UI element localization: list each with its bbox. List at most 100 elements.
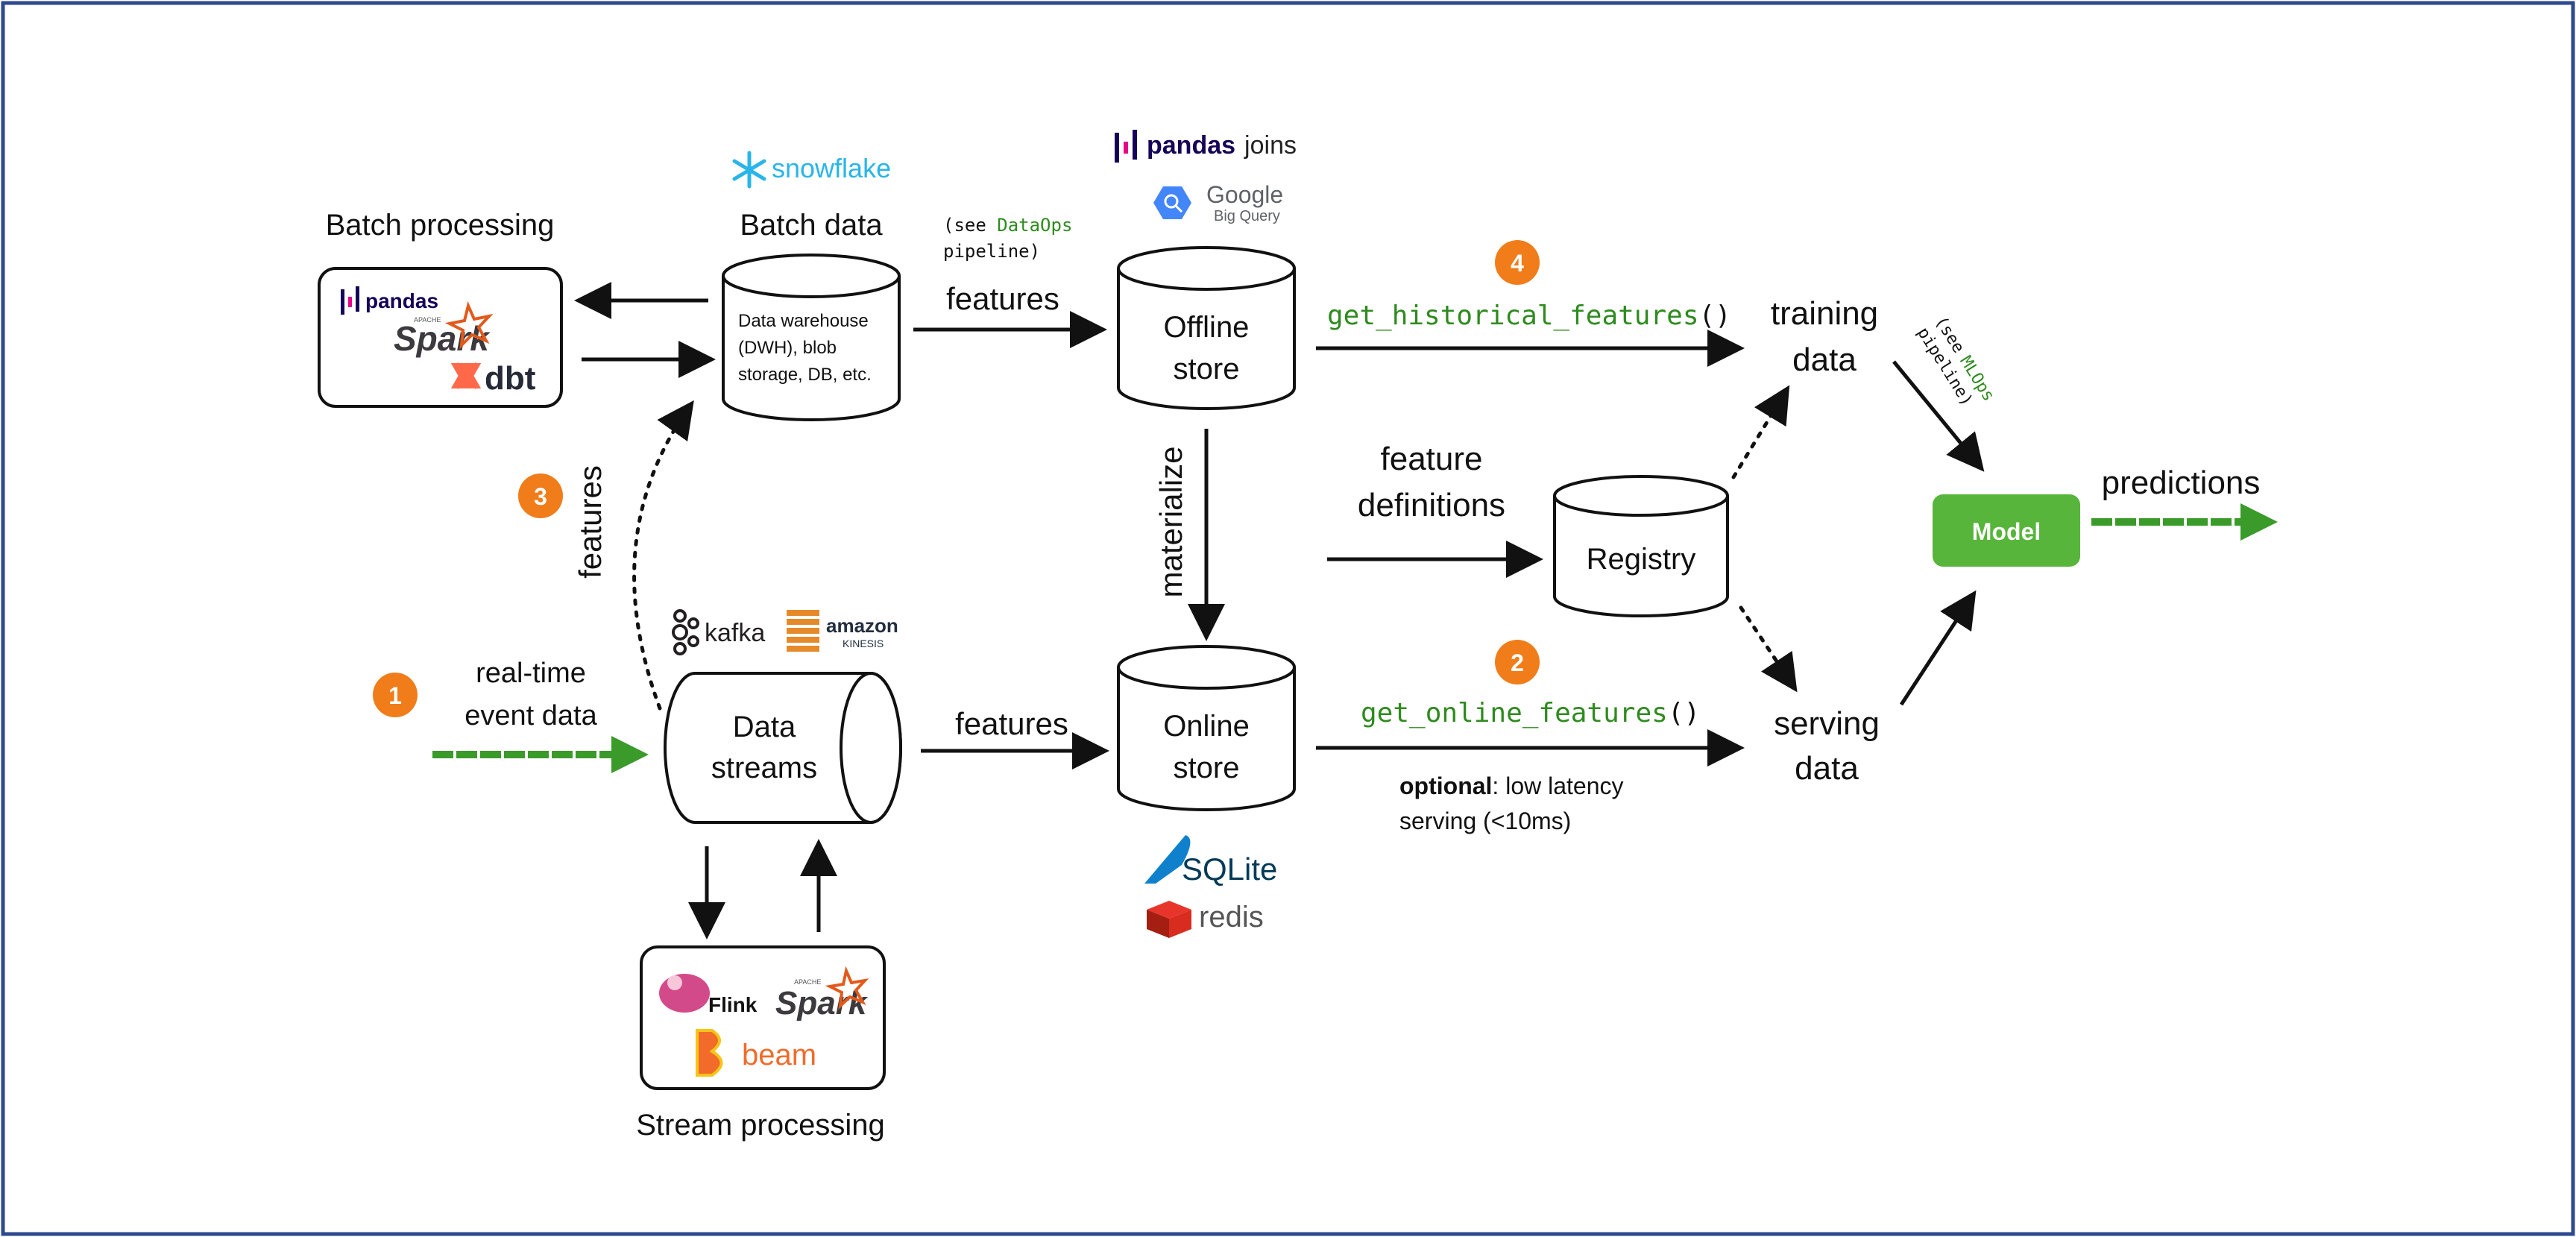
optional-note-line1: optional: low latency [1399,772,1624,799]
materialize-label: materialize [1153,446,1188,597]
badge-1-text: 1 [388,682,402,709]
serving-data-line2: data [1795,750,1859,787]
stream-spark-star-icon [825,966,869,1010]
predictions-label: predictions [2102,465,2261,501]
feature-definitions-line2: definitions [1358,487,1505,523]
dataops-note-line2: pipeline) [943,241,1040,262]
features-vertical-label: features [573,465,608,579]
stream-apache-small-text: APACHE [794,978,821,986]
features-top-label: features [946,281,1059,316]
pandas-wordmark: pandas [365,289,438,312]
get-historical-features-call: get_historical_features() [1327,300,1731,331]
pandas-joins-logo: pandas joins [1115,130,1297,163]
offline-store-cylinder: Offline store [1117,246,1296,410]
kinesis-icon [787,610,819,652]
snowflake-wordmark: snowflake [772,153,891,183]
get-historical-features-parens: () [1699,300,1731,331]
badge-4-text: 4 [1511,250,1524,277]
beam-icon [696,1029,723,1077]
sqlite-wordmark: SQLite [1182,852,1277,887]
beam-wordmark: beam [742,1039,816,1071]
stream-processing-label: Stream processing [636,1109,884,1142]
pandas-icon [341,286,359,315]
badge-2 [1495,640,1540,684]
pandas-joins-icon [1115,130,1137,163]
sqlite-logo: SQLite [1144,835,1277,887]
training-data-line1: training [1771,295,1878,332]
spark-logo: APACHE Spark [394,300,494,358]
data-streams-cylinder: Data streams [664,672,902,824]
data-streams-line1: Data [733,711,796,743]
optional-bold: optional [1399,772,1492,799]
dotted-registry-to-serving [1739,605,1798,693]
realtime-line1: real-time [476,658,586,689]
kinesis-wordmark: KINESIS [843,638,884,649]
optional-rest: : low latency [1492,772,1623,799]
flink-squirrel-icon [659,974,710,1013]
online-store-line1: Online [1163,710,1250,743]
pandas-joins-wordmark: pandas joins [1147,131,1297,160]
badge-3-text: 3 [534,483,547,510]
flink-logo: Flink [659,974,758,1016]
beam-logo: beam [696,1029,816,1077]
pandas-joins-suffix: joins [1244,131,1297,160]
dataops-link[interactable]: DataOps [997,215,1072,236]
registry-label: Registry [1587,543,1696,576]
dbt-icon [450,362,482,389]
snowflake-logo: snowflake [732,151,891,189]
batch-processing-label: Batch processing [326,209,555,242]
model-label: Model [1972,518,2041,545]
online-store-line2: store [1174,752,1240,784]
kinesis-logo: amazon KINESIS [787,610,898,652]
dataops-note-line1: (see DataOps [943,215,1072,236]
pandas-joins-brand: pandas [1147,131,1235,160]
stream-spark-wordmark: Spark [775,985,869,1022]
batch-data-desc-line1: Data warehouse [738,311,869,331]
offline-store-line1: Offline [1164,311,1250,344]
arrow-serving-to-model [1899,590,1977,706]
dotted-registry-to-training [1731,385,1790,479]
batch-data-cylinder: Data warehouse (DWH), blob storage, DB, … [722,254,901,421]
apache-small-text: APACHE [414,316,441,324]
spark-wordmark: Spark [394,319,491,358]
dataops-see: (see [943,215,997,236]
pandas-logo: pandas [341,286,438,315]
stream-spark-logo: APACHE Spark [775,966,869,1022]
registry-cylinder: Registry [1553,475,1729,617]
snowflake-icon [732,151,766,189]
model-box [1933,494,2080,567]
optional-note-line2: serving (<10ms) [1399,808,1571,834]
arrow-training-to-model [1892,360,1985,472]
batch-data-label: Batch data [740,209,883,242]
data-streams-line2: streams [711,752,817,784]
features-mid-label: features [955,706,1068,741]
badge-3 [518,473,563,518]
batch-data-desc-line3: storage, DB, etc. [738,365,872,385]
get-historical-features-name: get_historical_features [1327,300,1699,331]
online-store-cylinder: Online store [1117,645,1296,811]
get-online-features-call: get_online_features() [1361,698,1700,728]
kafka-wordmark: kafka [705,619,765,647]
get-online-features-parens: () [1668,698,1700,728]
batch-processing-box [318,267,563,408]
google-wordmark: Google [1206,181,1283,208]
flink-wordmark: Flink [708,993,758,1016]
redis-logo: redis [1147,901,1264,938]
redis-cube-icon [1147,901,1191,938]
badge-2-text: 2 [1511,649,1524,676]
training-data-line2: data [1792,341,1857,378]
feature-definitions-line1: feature [1381,441,1483,477]
spark-star-icon [444,300,494,350]
badge-4 [1495,240,1540,285]
dotted-streams-to-batchdata [632,400,694,711]
kafka-icon [672,609,699,655]
offline-store-line2: store [1174,353,1240,385]
sqlite-feather-icon [1144,835,1191,884]
batch-data-desc-line2: (DWH), blob [738,338,837,358]
redis-wordmark: redis [1199,901,1264,934]
amazon-wordmark: amazon [826,614,898,637]
realtime-line2: event data [465,700,597,731]
kafka-logo: kafka [672,609,765,655]
